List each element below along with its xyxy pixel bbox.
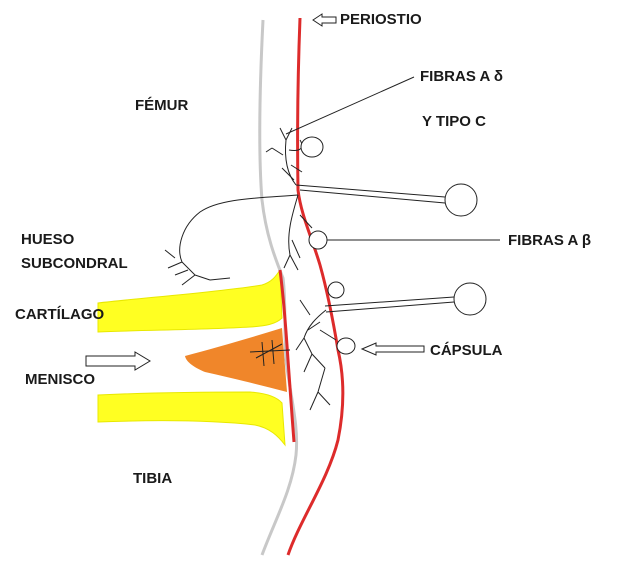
label-fibras-ab: FIBRAS A β — [508, 232, 591, 250]
label-periostio: PERIOSTIO — [340, 11, 422, 29]
label-fibras-ad: FIBRAS A δ — [420, 68, 503, 86]
label-cartilago: CARTÍLAGO — [15, 306, 104, 324]
label-femur: FÉMUR — [135, 97, 188, 115]
meniscus — [185, 328, 287, 392]
label-y-tipo-c: Y TIPO C — [422, 113, 486, 131]
label-subcondral: SUBCONDRAL — [21, 255, 128, 273]
label-capsula: CÁPSULA — [430, 342, 503, 360]
arrow-capsula — [362, 343, 424, 355]
lower-cartilage — [98, 392, 285, 445]
arrow-menisco — [86, 352, 150, 370]
arrow-periostio — [313, 14, 336, 26]
label-menisco: MENISCO — [25, 371, 95, 389]
label-hueso: HUESO — [21, 231, 74, 249]
label-tibia: TIBIA — [133, 470, 172, 488]
pointer-fibras-ad — [286, 77, 414, 134]
